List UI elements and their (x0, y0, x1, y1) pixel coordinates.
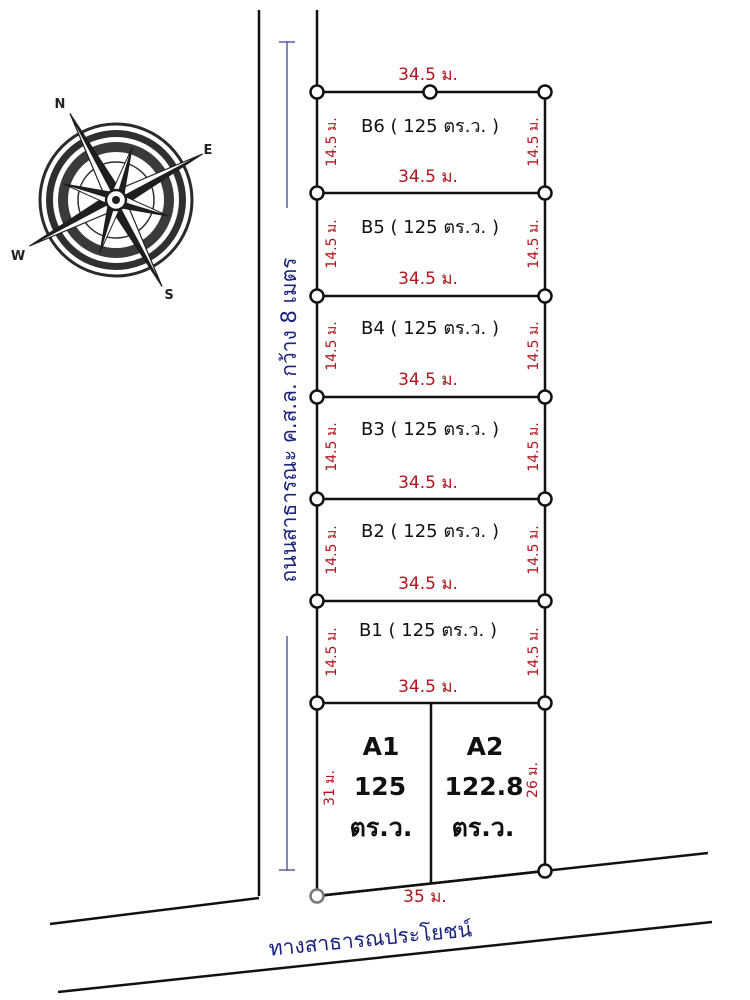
plot-b2-left-depth: 14.5 ม. (324, 525, 340, 574)
plot-a1-unit: ตร.ว. (350, 813, 413, 842)
plot-b6-right-depth: 14.5 ม. (526, 117, 542, 166)
front-road-label: ทางสาธารณประโยชน์ (268, 917, 474, 960)
boundary-marker (309, 888, 325, 904)
boundary-marker (309, 491, 325, 507)
front-road-edge-bottom (57, 920, 713, 994)
compass-south-label: S (164, 288, 173, 303)
plot-a2-depth: 26 ม. (525, 762, 541, 798)
plot-a-frontage: 35 ม. (403, 887, 447, 907)
road-width-indicator (279, 41, 295, 871)
boundary-markers (309, 84, 553, 904)
side-road-label: ถนนสาธารณะ ค.ส.ล. กว้าง 8 เมตร (277, 258, 301, 583)
plot-b6-top-width: 34.5 ม. (398, 65, 458, 85)
boundary-marker (422, 84, 438, 100)
compass-north-label: N (55, 97, 66, 112)
plot-b2-top-width: 34.5 ม. (398, 473, 458, 493)
compass-west-label: W (11, 249, 25, 264)
boundary-marker (309, 84, 325, 100)
plot-b2-right-depth: 14.5 ม. (526, 525, 542, 574)
boundary-marker (537, 863, 553, 879)
plot-b6-left-depth: 14.5 ม. (324, 117, 340, 166)
plot-b4-right-depth: 14.5 ม. (526, 321, 542, 370)
boundary-marker (537, 491, 553, 507)
boundary-marker (309, 288, 325, 304)
plot-b3-top-width: 34.5 ม. (398, 370, 458, 390)
plot-b5-right-depth: 14.5 ม. (526, 219, 542, 268)
plot-a2-name: A2 (467, 732, 504, 761)
boundary-marker (309, 695, 325, 711)
plot-b5-top-width: 34.5 ม. (398, 167, 458, 187)
plot-b5-left-depth: 14.5 ม. (324, 219, 340, 268)
boundary-marker (537, 185, 553, 201)
plot-b4-left-depth: 14.5 ม. (324, 321, 340, 370)
boundary-marker (537, 84, 553, 100)
plot-a2-unit: ตร.ว. (452, 813, 515, 842)
plot-b1-right-depth: 14.5 ม. (526, 627, 542, 676)
plot-b3-left-depth: 14.5 ม. (324, 422, 340, 471)
plot-a1-area: 125 (354, 772, 406, 801)
plot-b4-label: B4 ( 125 ตร.ว. ) (361, 318, 499, 339)
boundary-marker (309, 389, 325, 405)
compass-rose-icon (29, 113, 203, 287)
plot-b3-label: B3 ( 125 ตร.ว. ) (361, 419, 499, 440)
plot-a1-name: A1 (363, 732, 400, 761)
boundary-marker (309, 185, 325, 201)
plot-b3-right-depth: 14.5 ม. (526, 422, 542, 471)
boundary-marker (309, 593, 325, 609)
plot-b1-bottom-width: 34.5 ม. (398, 677, 458, 697)
boundary-marker (537, 593, 553, 609)
plot-outline (316, 90, 547, 898)
plot-b1-top-width: 34.5 ม. (398, 574, 458, 594)
plot-a2-area: 122.8 (444, 772, 523, 801)
compass-east-label: E (204, 143, 213, 158)
boundary-marker (537, 389, 553, 405)
plot-a1-depth: 31 ม. (322, 770, 338, 806)
plot-b1-left-depth: 14.5 ม. (324, 627, 340, 676)
boundary-marker (537, 695, 553, 711)
plot-b5-label: B5 ( 125 ตร.ว. ) (361, 217, 499, 238)
front-road-edge-top (49, 896, 260, 926)
boundary-marker (537, 288, 553, 304)
plot-b4-top-width: 34.5 ม. (398, 269, 458, 289)
plot-b6-label: B6 ( 125 ตร.ว. ) (361, 116, 499, 137)
plot-b2-label: B2 ( 125 ตร.ว. ) (361, 521, 499, 542)
plot-b1-label: B1 ( 125 ตร.ว. ) (359, 620, 497, 641)
